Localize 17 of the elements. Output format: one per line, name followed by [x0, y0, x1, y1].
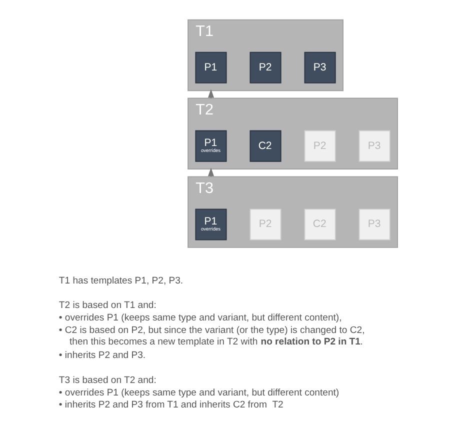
label: • inherits P2 and P3 from T1 and inherits C2 from T2 [58, 400, 284, 411]
node-box: P3 [304, 52, 336, 84]
label: • overrides P1 (keeps same type and variant, but different content) [58, 387, 340, 398]
label: • C2 is based on P2, but since the variant (or the type) is changed to C2, then this becomes a new template in T2 with no relation to P2 in T1. [58, 325, 365, 348]
node-box: P3 [358, 130, 390, 162]
label: T3 is based on T2 and: [58, 374, 156, 386]
node-box: C2 [304, 208, 336, 240]
label: • inherits P2 and P3. [58, 350, 146, 361]
label: • overrides P1 (keeps same type and variant, but different content), [58, 312, 342, 324]
label: T1 has templates P1, P2, P3. [58, 275, 184, 286]
node-box: P2 [250, 208, 282, 240]
node-box: P3 [358, 208, 390, 240]
node-box: P2 [304, 130, 336, 162]
node-box: P1 [195, 52, 227, 84]
node-box: C2 [250, 130, 282, 162]
node-box: P2 [250, 52, 282, 84]
label: T2 is based on T1 and: [58, 300, 156, 312]
